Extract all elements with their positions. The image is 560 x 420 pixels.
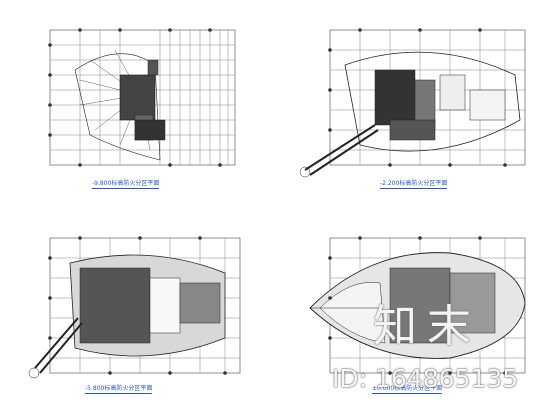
floor-plan-2: -2.200标高防火分区平面 xyxy=(290,20,540,190)
plan-3-drawing xyxy=(28,236,241,379)
floor-plan-4: ±0.000标高防火分区平面 xyxy=(290,228,540,400)
plan-2-drawing xyxy=(299,28,526,178)
floor-plan-3: -5.800标高防火分区平面 xyxy=(20,228,260,400)
plan-4-drawing xyxy=(309,236,526,375)
plan-1-caption: -9.800标高防火分区平面 xyxy=(92,180,160,189)
plan-2-caption: -2.200标高防火分区平面 xyxy=(380,180,448,189)
watermark-id: ID: 164865135 xyxy=(332,364,519,393)
plan-3-caption: -5.800标高防火分区平面 xyxy=(85,385,153,394)
watermark-brand: 知末 xyxy=(373,301,481,352)
floor-plan-1: -9.800标高防火分区平面 xyxy=(20,20,260,190)
plan-1-drawing xyxy=(48,28,236,167)
plan-4-caption: ±0.000标高防火分区平面 xyxy=(372,385,443,394)
